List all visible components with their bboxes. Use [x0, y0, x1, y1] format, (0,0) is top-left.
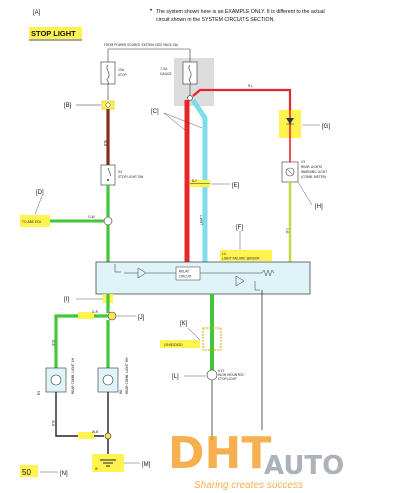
shield-ellipse [202, 327, 222, 351]
note-bullet: • [150, 8, 152, 14]
wire-label-r-l: R-L [248, 84, 253, 88]
gauge-junction [187, 95, 193, 101]
relay-label-1: RELAY [179, 270, 189, 274]
page-number-highlight [20, 465, 38, 477]
wire-label-w-b-3: W-B [51, 420, 55, 426]
page-number: 50 [22, 468, 31, 477]
rl-right-id: R6 [119, 390, 123, 394]
bulb-lh-icon [50, 374, 62, 386]
sensor-internal-5 [254, 281, 260, 291]
page-title: STOP LIGHT [31, 29, 76, 38]
gauge-fuse-rating: 7.5A [160, 67, 168, 71]
sensor-label-highlight [220, 250, 272, 261]
callout-c: [C] [151, 109, 159, 115]
to-abs-ecu: TO ABS ECU [21, 220, 42, 224]
sensor-id: L4 [222, 252, 226, 256]
title-highlight [29, 27, 82, 39]
switch-contact-icon [107, 167, 112, 177]
callout-l: [L] [172, 374, 179, 380]
left-fuse-rating: 15A [118, 68, 125, 72]
callout-f: [F] [236, 225, 243, 231]
wire-label-w-b: W-B [103, 140, 107, 146]
callout-m: [M] [142, 462, 151, 468]
callout-e: [E] [232, 183, 240, 189]
gauge-fuse-icon [188, 64, 192, 85]
stop-sw-name: STOP LIGHT SW [118, 175, 144, 179]
abs-highlight [20, 215, 50, 227]
ground-id: IE [95, 467, 98, 471]
callout-j: [J] [138, 315, 145, 321]
callout-c-line-1 [163, 112, 186, 131]
callout-a: [A] [33, 10, 41, 16]
rl-left-name: REAR COMB. LIGHT LH [71, 357, 75, 394]
warning-lamp-x1-icon [286, 168, 294, 176]
rear-lights-name-1: REAR LIGHTS [301, 165, 322, 169]
wire-cyan [190, 98, 208, 262]
callout-i: [I] [64, 297, 69, 303]
watermark-dht: DHT [168, 428, 271, 479]
hmsl-name-2: STOP LIGHT [218, 377, 237, 381]
resistor-icon [261, 269, 275, 277]
rear-lights-name-2: WARNING LIGHT [301, 170, 327, 174]
sensor-name: LIGHT FAILURE SENSOR [222, 257, 260, 261]
wire-to-left-rear [54, 314, 108, 368]
watermark-tagline: Sharing creates success [194, 480, 303, 491]
gauge-fuse-name: GAUGE [160, 72, 171, 76]
connector-b [105, 102, 111, 108]
rear-lights-name-3: (COMB. METER) [301, 175, 326, 179]
callout-h-line [297, 181, 313, 206]
callout-b: [B] [64, 103, 72, 109]
shielded-highlight [160, 340, 200, 348]
stop-sw-id: S4 [118, 170, 122, 174]
watermark-logo: DHT AUTO Sharing creates success [168, 428, 344, 491]
rear-lights-id: C5 [301, 160, 305, 164]
note-line-1: The system shown here is an EXAMPLE ONLY… [156, 9, 325, 15]
shielded-label: (SHIELDED) [164, 343, 183, 347]
connector-left-highlight [78, 312, 94, 319]
rl-left-id: R5 [37, 391, 41, 395]
wire-label-y-g: Y-G [285, 228, 289, 234]
callout-k: [K] [180, 321, 188, 327]
left-fuse-name: STOP [118, 73, 126, 77]
bulb-rh-icon [102, 374, 114, 386]
junction-j [107, 311, 117, 321]
wire-label-b-y: B-Y [192, 179, 197, 183]
callout-n: [N] [60, 471, 68, 477]
ground-junction [104, 432, 112, 440]
callout-g: [G] [322, 124, 330, 130]
callout-c-line-2 [163, 112, 203, 129]
callout-h: [H] [315, 204, 323, 210]
callout-d-line [34, 195, 43, 215]
left-fuse-icon [106, 64, 110, 85]
note-line-2: circuit shown in the SYSTEM CIRCUITS SEC… [156, 17, 275, 23]
callout-k-line [187, 327, 201, 341]
junction-abs [103, 216, 113, 226]
hmsl-name-1: HIGH MOUNTED [218, 373, 244, 377]
watermark-auto: AUTO [264, 451, 344, 481]
relay-circuit-box [175, 266, 201, 281]
switch-terminal-icon [107, 179, 109, 181]
sensor-amp-icon [235, 275, 245, 287]
wire-label-g-r: G-R [92, 310, 99, 314]
wire-label-g-w: G-W [88, 215, 95, 219]
hmsl-id: H17 [218, 369, 224, 373]
light-failure-sensor [95, 261, 311, 295]
relay-label-2: CIRCUIT [179, 275, 192, 279]
wire-r-l [192, 88, 292, 110]
ground-connector-highlight [78, 432, 94, 439]
rl-right-name: REAR COMB. LIGHT RH [125, 357, 129, 394]
power-source-label: FROM POWER SOURCE SYSTEM (SEE PAGE 48) [104, 43, 178, 47]
callout-d: [D] [36, 190, 44, 196]
wire-label-g-b: G-B [51, 340, 55, 346]
wire-label-w-b-2: W-B [92, 430, 98, 434]
diode-icon [286, 118, 294, 124]
sensor-internal-1 [114, 264, 121, 273]
wire-label-l-wht: L-WHT [199, 215, 203, 225]
hmsl-bulb-icon [206, 369, 218, 381]
